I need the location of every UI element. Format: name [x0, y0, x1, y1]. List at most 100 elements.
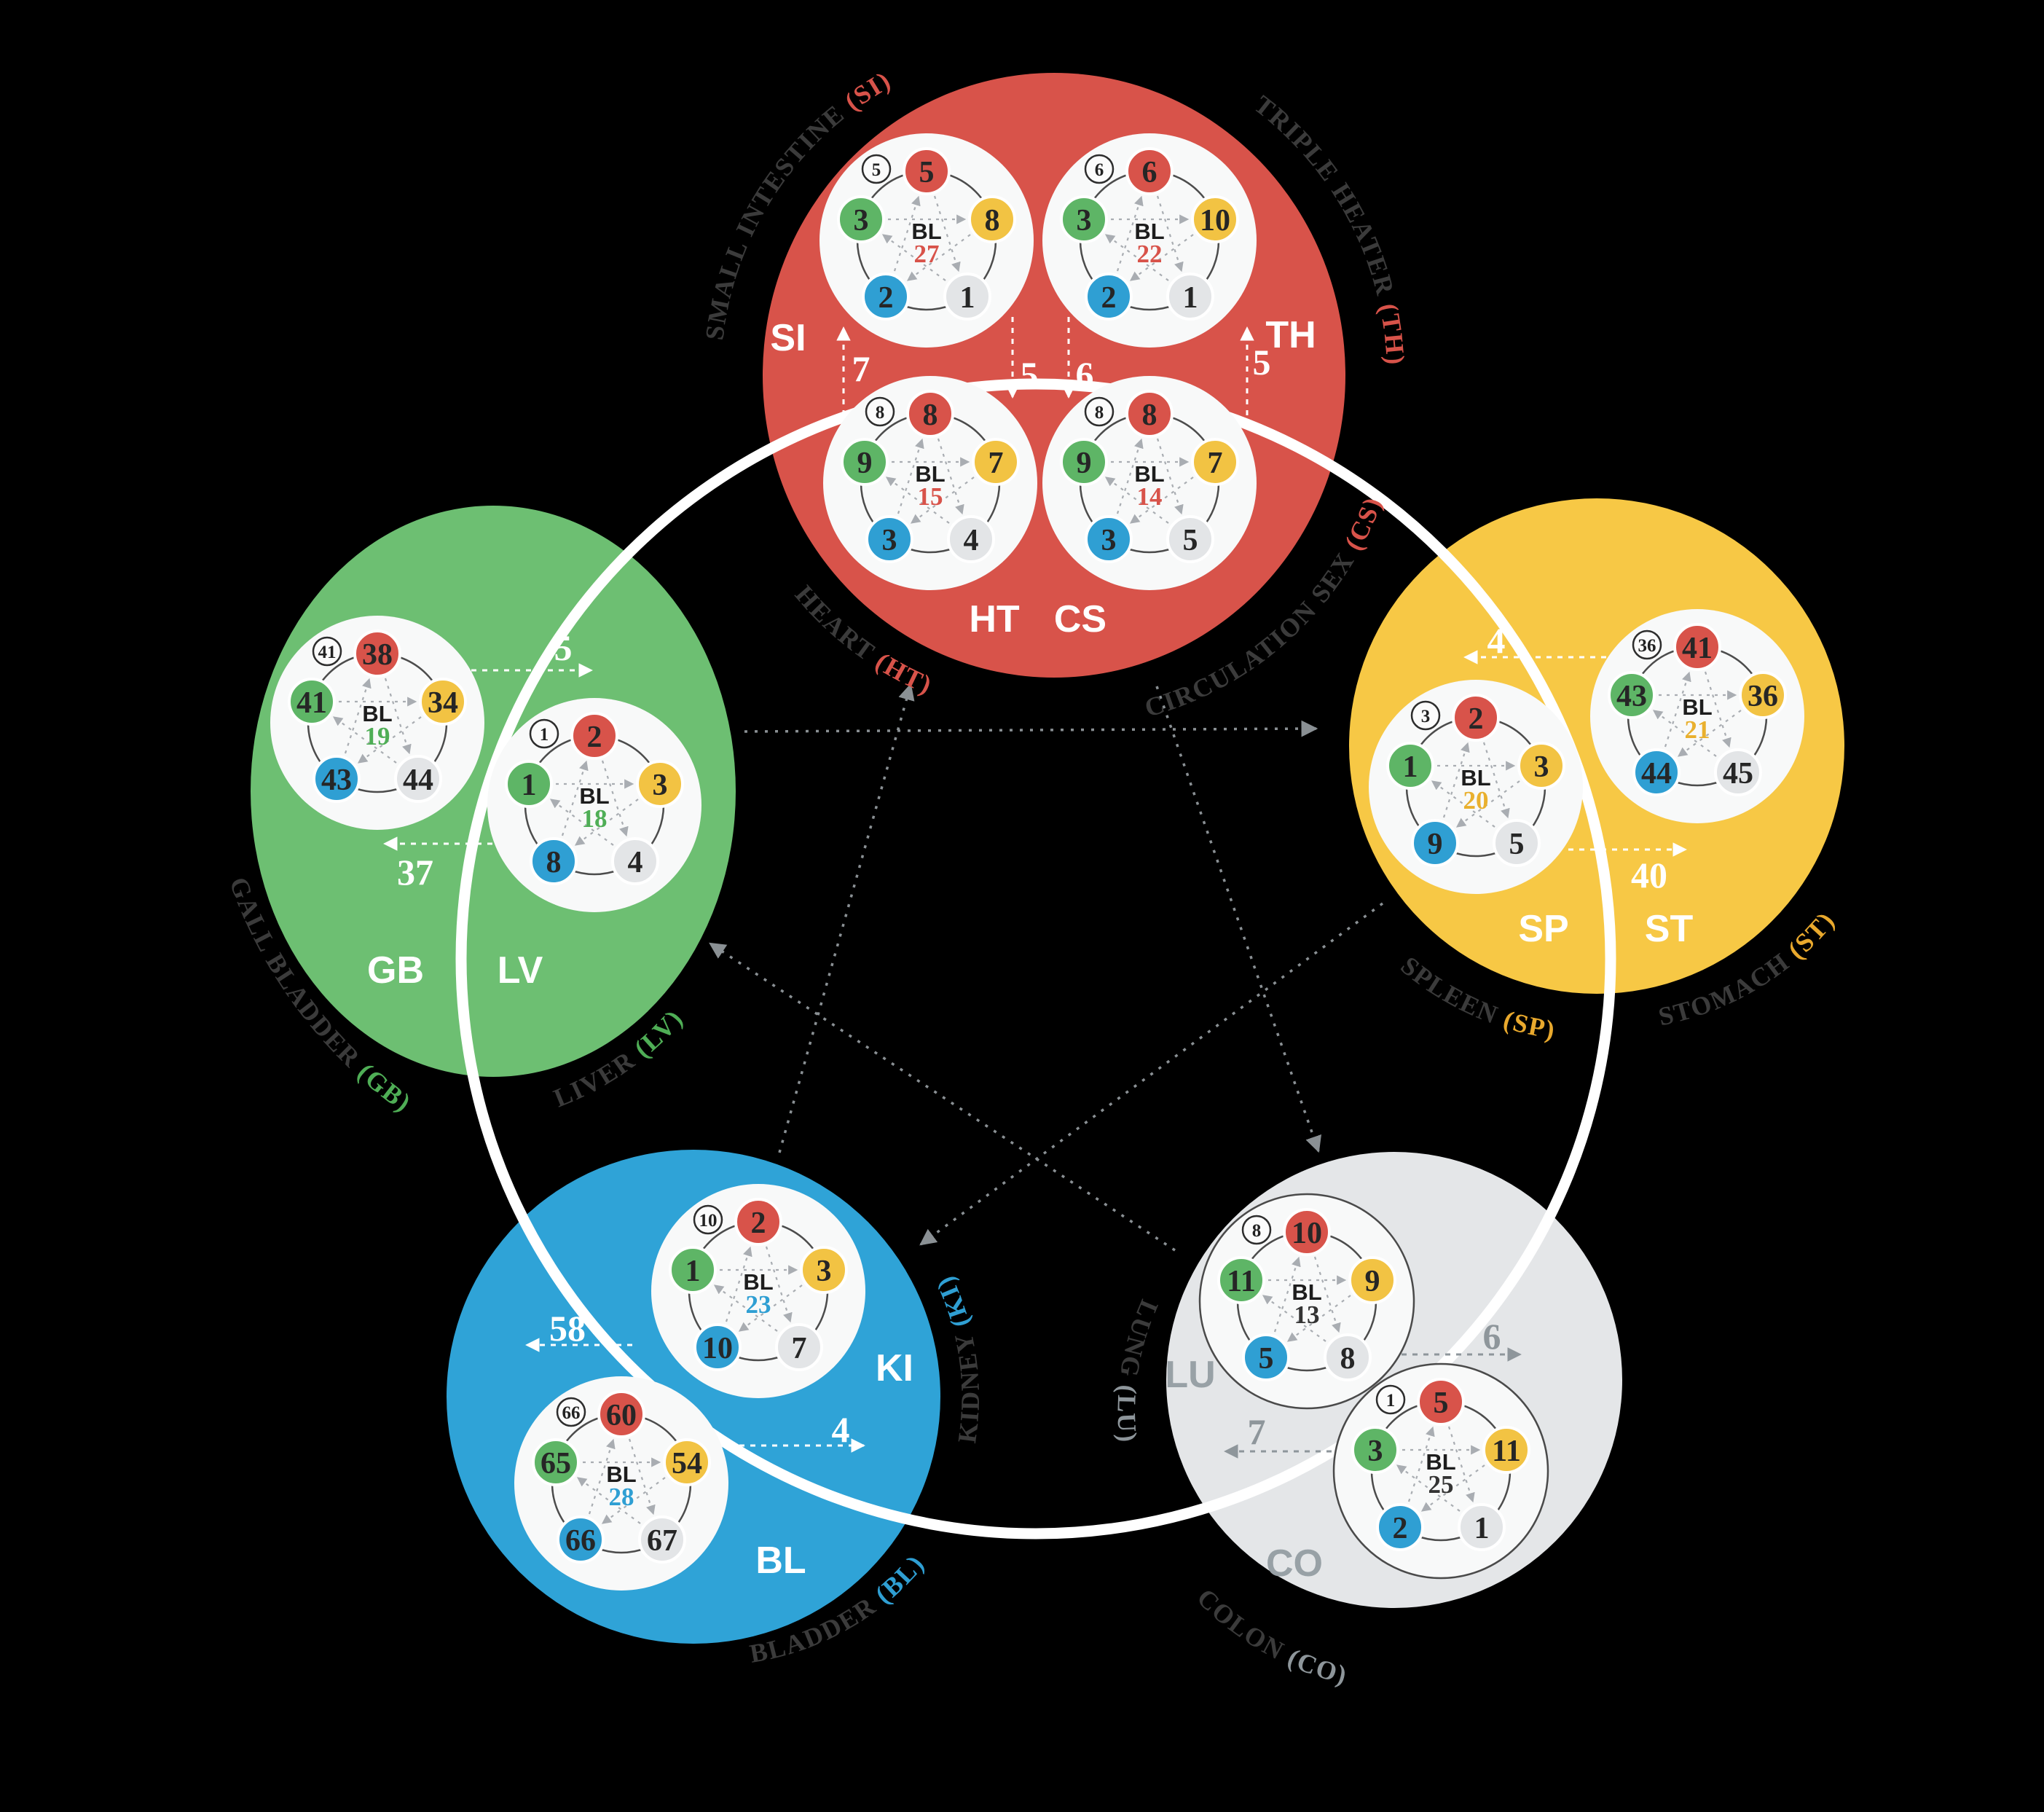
pt-wood: 3 [1368, 1435, 1383, 1468]
wheel-co: 5 11 1 2 3 1 BL 25 [1332, 1362, 1549, 1580]
wheel-lu: 10 9 8 5 11 8 BL 13 [1198, 1193, 1415, 1410]
wheel-ki: 2 3 7 10 1 10 BL 23 [651, 1184, 865, 1398]
bl-number: 27 [914, 240, 940, 268]
luo-label-bl: 4 [832, 1409, 850, 1450]
entry-point: 6 [1095, 160, 1104, 180]
entry-circle [1632, 630, 1662, 660]
inner-label-si: SI [770, 317, 806, 359]
inner-label-lv: LV [498, 949, 543, 992]
pt-wood: 9 [857, 447, 873, 480]
pt-earth: 9 [1365, 1265, 1380, 1298]
pt-fire: 41 [1682, 632, 1713, 665]
pt-wood: 1 [685, 1255, 701, 1288]
inner-label-cs: CS [1054, 598, 1106, 640]
pt-metal: 4 [964, 524, 979, 557]
pt-earth: 54 [672, 1447, 702, 1480]
pt-wood: 11 [1227, 1265, 1256, 1298]
luo-label-st: 4 [1487, 620, 1506, 661]
inner-label-sp: SP [1518, 908, 1568, 950]
pt-water: 8 [546, 846, 562, 879]
wheel-gb: 38 34 44 43 41 41 BL 19 [270, 616, 484, 830]
pt-water: 2 [1101, 281, 1117, 315]
wheel-sp: 2 3 5 9 1 3 BL 20 [1369, 680, 1583, 894]
inner-label-ht: HT [969, 598, 1020, 640]
bl-prefix: BL [362, 701, 392, 726]
pt-metal: 8 [1340, 1342, 1356, 1376]
entry-circle [1241, 1215, 1272, 1245]
pt-earth: 8 [985, 204, 1000, 238]
entry-circle [1375, 1384, 1406, 1415]
entry-point: 10 [699, 1211, 718, 1231]
pt-metal: 1 [1474, 1512, 1490, 1545]
pt-metal: 5 [1509, 828, 1525, 861]
pt-earth: 7 [988, 447, 1004, 480]
bl-number: 18 [582, 804, 608, 833]
luo-label-ht: 5 [1021, 354, 1039, 395]
luo-label-sp: 40 [1631, 855, 1667, 895]
bl-prefix: BL [911, 219, 941, 244]
bl-number: 28 [609, 1483, 634, 1511]
pt-fire: 2 [751, 1207, 766, 1240]
bl-number: 20 [1463, 786, 1489, 815]
bl-prefix: BL [1134, 461, 1164, 487]
entry-circle [1084, 396, 1115, 427]
pt-earth: 34 [428, 686, 458, 720]
pt-metal: 67 [647, 1524, 677, 1558]
bl-number: 15 [918, 482, 943, 511]
pt-water: 9 [1428, 828, 1443, 861]
wheel-ht: 8 7 4 3 9 8 BL 15 [823, 376, 1037, 590]
entry-point: 8 [1252, 1221, 1262, 1241]
inner-label-co: CO [1266, 1542, 1323, 1585]
pt-water: 2 [878, 281, 894, 315]
pt-water: 10 [702, 1332, 733, 1365]
pt-metal: 44 [403, 764, 433, 797]
pt-fire: 6 [1142, 156, 1157, 189]
pt-metal: 45 [1723, 757, 1753, 791]
entry-circle [1084, 154, 1115, 184]
control-arrow-earth-water [919, 902, 1384, 1246]
luo-label-ki: 58 [549, 1308, 586, 1349]
pt-fire: 2 [1469, 702, 1484, 736]
wheel-cs: 8 7 5 3 9 8 BL 14 [1042, 376, 1257, 590]
control-arrow-metal-wood [709, 942, 1176, 1252]
entry-circle [861, 154, 892, 184]
wheel-si: 5 8 1 2 3 5 BL 27 [819, 133, 1034, 348]
entry-circle [865, 396, 895, 427]
pt-fire: 2 [587, 721, 602, 754]
pt-water: 66 [565, 1524, 596, 1558]
generation-cycle-ring [455, 378, 1616, 1540]
pt-water: 3 [882, 524, 897, 557]
entry-circle [693, 1204, 723, 1235]
bl-prefix: BL [915, 461, 945, 487]
wheel-bl: 60 54 67 66 65 66 BL 28 [514, 1376, 728, 1591]
bl-number: 13 [1294, 1301, 1320, 1329]
wheel-st: 41 36 45 44 43 36 BL 21 [1590, 609, 1804, 823]
pt-water: 43 [321, 764, 352, 797]
pt-fire: 10 [1292, 1217, 1322, 1250]
wheel-th: 6 10 1 2 3 6 BL 22 [1042, 133, 1257, 348]
bl-prefix: BL [1134, 219, 1164, 244]
pt-wood: 65 [541, 1447, 571, 1480]
entry-point: 3 [1421, 707, 1431, 726]
bl-number: 14 [1137, 482, 1163, 511]
pt-earth: 3 [1534, 750, 1549, 784]
luo-label-gb: 5 [554, 627, 573, 668]
pt-fire: 38 [362, 638, 393, 672]
luo-label-si: 7 [852, 348, 870, 389]
bl-number: 19 [365, 722, 390, 750]
pt-water: 5 [1259, 1342, 1274, 1376]
pt-wood: 43 [1616, 680, 1647, 713]
bl-prefix: BL [1682, 694, 1712, 720]
luo-label-lu: 6 [1483, 1316, 1501, 1357]
bl-prefix: BL [579, 783, 609, 809]
bl-prefix: BL [606, 1462, 636, 1487]
pt-wood: 41 [296, 686, 327, 720]
pt-wood: 9 [1077, 447, 1092, 480]
inner-label-bl: BL [755, 1540, 806, 1582]
entry-circle [529, 718, 559, 749]
pt-fire: 5 [919, 156, 935, 189]
pt-fire: 8 [1142, 399, 1157, 432]
pt-fire: 5 [1434, 1387, 1449, 1420]
